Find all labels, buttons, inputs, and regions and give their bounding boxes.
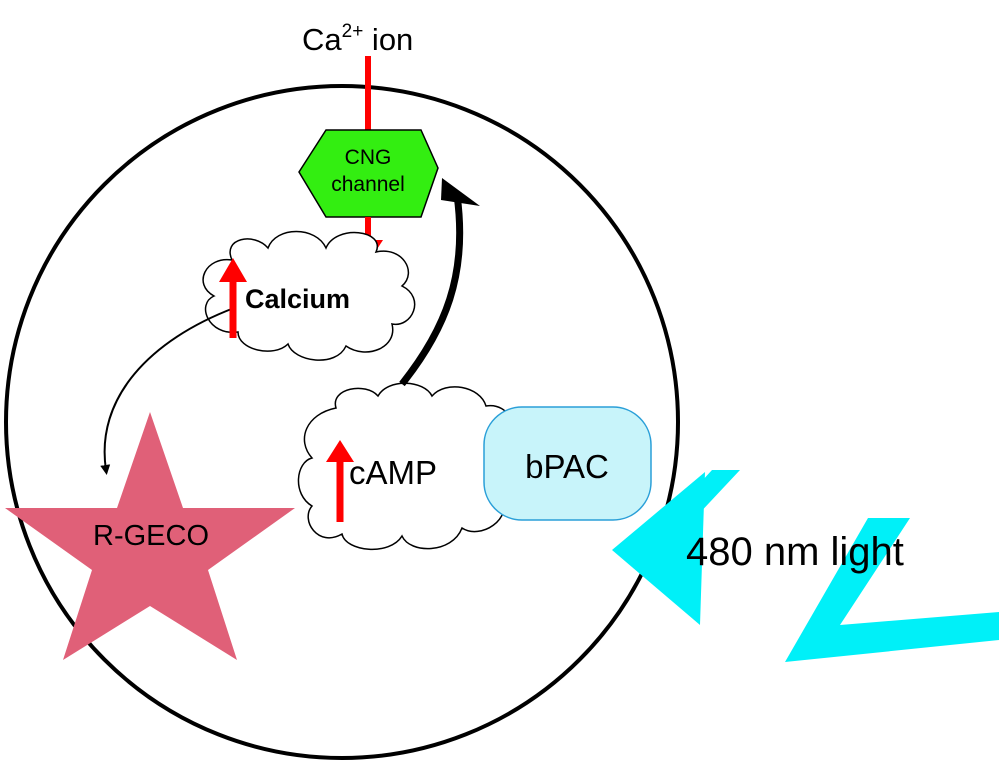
camp-to-channel-arrowhead <box>441 178 480 206</box>
cng-channel-shape <box>298 129 439 218</box>
camp-increase-arrowhead <box>326 440 354 462</box>
rgeco-label: R-GECO <box>93 520 209 552</box>
camp-cloud <box>297 382 521 550</box>
calcium-cloud <box>202 230 416 361</box>
calcium-to-rgeco-arrow <box>100 307 235 475</box>
ion-label: Ca2+ ion <box>302 21 413 57</box>
light-arrowhead-icon <box>612 472 705 625</box>
calcium-increase-arrowhead <box>219 258 247 282</box>
light-label: 480 nm light <box>686 530 904 574</box>
camp-to-channel-arrow <box>399 194 464 387</box>
cell-membrane <box>4 84 680 760</box>
bpac-label: bPAC <box>525 448 609 485</box>
channel-label-line2: channel <box>331 173 405 196</box>
channel-label-line1: CNG <box>345 146 392 169</box>
calcium-label: Calcium <box>245 284 350 314</box>
rgeco-star <box>5 412 295 660</box>
camp-label: cAMP <box>349 454 437 491</box>
bpac-shape <box>483 406 652 521</box>
